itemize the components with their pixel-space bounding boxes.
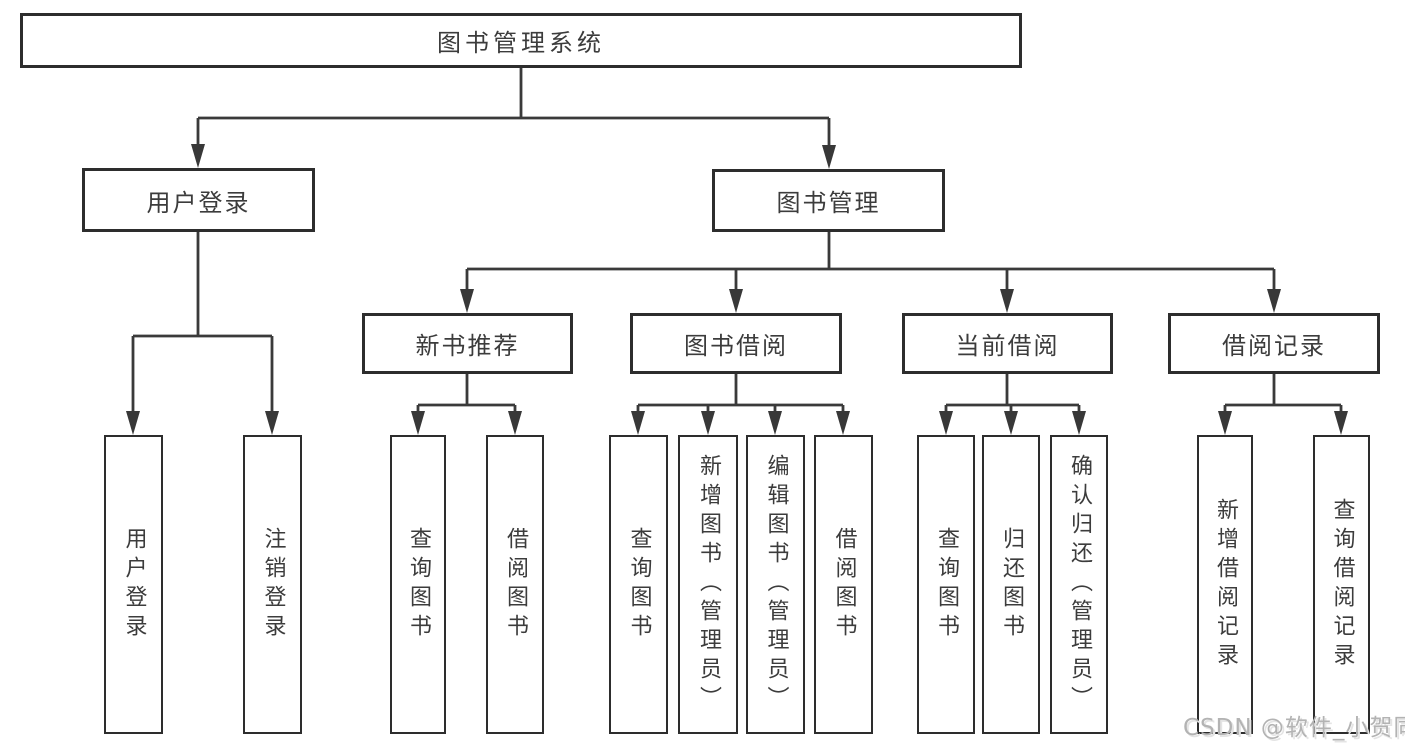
node-borrow-books-recommend: 借阅图书 — [486, 435, 544, 734]
arrowhead-icon — [1267, 289, 1281, 313]
arrowhead-icon — [265, 411, 279, 435]
node-book-management: 图书管理 — [712, 169, 945, 232]
arrowhead-icon — [411, 411, 425, 435]
arrowhead-icon — [1218, 411, 1232, 435]
node-label: 图书借阅 — [684, 332, 788, 360]
arrowhead-icon — [191, 144, 205, 168]
node-label: 借阅记录 — [1222, 332, 1326, 360]
node-label: 新增借阅记录 — [1213, 497, 1238, 672]
node-query-borrow-record: 查询借阅记录 — [1313, 435, 1370, 734]
node-label: 图书管理 — [776, 189, 881, 217]
arrowhead-icon — [836, 411, 850, 435]
node-add-book-admin: 新增图书（管理员） — [678, 435, 738, 734]
node-logout-action: 注销登录 — [243, 435, 302, 734]
arrowhead-icon — [729, 289, 743, 313]
node-label: 新书推荐 — [415, 332, 520, 360]
node-label: 图书管理系统 — [437, 29, 605, 57]
node-label: 用户登录 — [121, 526, 147, 643]
node-query-books-recommend: 查询图书 — [390, 435, 446, 734]
node-user-login: 用户登录 — [82, 168, 315, 232]
node-label: 查询借阅记录 — [1329, 497, 1355, 672]
node-library-system: 图书管理系统 — [20, 13, 1022, 68]
arrowhead-icon — [1004, 411, 1018, 435]
node-label: 借阅图书 — [503, 526, 528, 643]
node-new-book-recommend: 新书推荐 — [362, 313, 573, 374]
arrowhead-icon — [631, 411, 645, 435]
arrowhead-icon — [939, 411, 953, 435]
arrowhead-icon — [460, 289, 474, 313]
node-label: 查询图书 — [406, 526, 431, 643]
node-label: 注销登录 — [260, 526, 286, 643]
node-return-book: 归还图书 — [982, 435, 1040, 734]
node-label: 编辑图书（管理员） — [763, 454, 789, 715]
node-book-borrowing: 图书借阅 — [630, 313, 842, 374]
node-query-books-borrowing: 查询图书 — [609, 435, 668, 734]
node-label: 查询图书 — [934, 526, 959, 643]
node-borrow-books-borrowing: 借阅图书 — [814, 435, 873, 734]
csdn-watermark: CSDN @软件_小贺同学 — [1183, 715, 1405, 741]
node-label: 新增图书（管理员） — [696, 454, 721, 715]
node-label: 当前借阅 — [955, 332, 1060, 360]
arrowhead-icon — [1000, 289, 1014, 313]
arrowhead-icon — [1072, 411, 1086, 435]
node-label: 归还图书 — [999, 526, 1024, 643]
arrowhead-icon — [822, 145, 836, 169]
node-label: 确认归还（管理员） — [1067, 454, 1092, 715]
node-edit-book-admin: 编辑图书（管理员） — [746, 435, 805, 734]
arrowhead-icon — [1334, 411, 1348, 435]
node-query-books-current: 查询图书 — [917, 435, 975, 734]
node-user-login-action: 用户登录 — [104, 435, 163, 734]
node-label: 借阅图书 — [831, 526, 857, 643]
node-current-borrowing: 当前借阅 — [902, 313, 1113, 374]
arrowhead-icon — [768, 411, 782, 435]
node-add-borrow-record: 新增借阅记录 — [1197, 435, 1253, 734]
arrowhead-icon — [701, 411, 715, 435]
node-borrowing-records: 借阅记录 — [1168, 313, 1380, 374]
node-label: 查询图书 — [626, 526, 652, 643]
arrowhead-icon — [126, 411, 140, 435]
arrowhead-icon — [508, 411, 522, 435]
node-label: 用户登录 — [146, 188, 251, 217]
node-confirm-return-admin: 确认归还（管理员） — [1050, 435, 1108, 734]
